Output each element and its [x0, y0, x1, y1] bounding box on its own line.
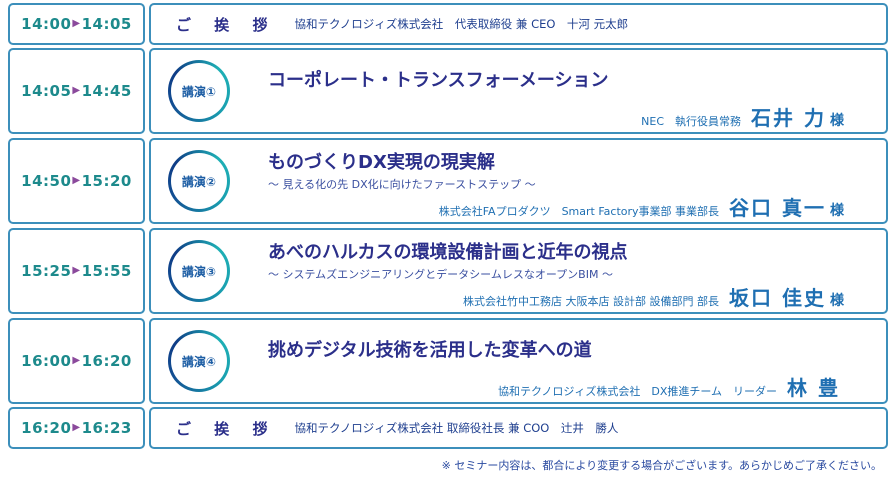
talk-box: 講演① コーポレート・トランスフォーメーション NEC 執行役員常務 石井 力 … — [149, 48, 888, 134]
time-slot: 15:25▶15:55 — [8, 228, 145, 314]
speaker-line: NEC 執行役員常務 石井 力 様 — [641, 102, 844, 131]
speaker-name: 林 豊 — [787, 376, 840, 400]
talk-box: 講演③ あべのハルカスの環境設備計画と近年の視点 ～ システムズエンジニアリング… — [149, 228, 888, 314]
end-time: 15:20 — [81, 172, 132, 190]
greeting-speaker: 協和テクノロジィズ株式会社 取締役社長 兼 COO 辻井 勝人 — [294, 421, 619, 435]
speaker-honorific: 様 — [830, 293, 844, 309]
talk-badge-ring-icon: 講演② — [168, 150, 230, 212]
right-triangle-icon: ▶ — [72, 354, 81, 366]
end-time: 16:23 — [81, 419, 132, 437]
start-time: 14:50 — [21, 172, 72, 190]
end-time: 16:20 — [81, 352, 132, 370]
talk-badge-label: 講演④ — [171, 333, 227, 389]
schedule-row-greeting-open: 14:00▶14:05 ご 挨 拶 協和テクノロジィズ株式会社 代表取締役 兼 … — [8, 3, 888, 45]
talk-title: コーポレート・トランスフォーメーション — [268, 70, 609, 91]
time-slot: 14:50▶15:20 — [8, 138, 145, 224]
speaker-name: 谷口 真一 — [729, 196, 826, 220]
speaker-line: 株式会社FAプロダクツ Smart Factory事業部 事業部長 谷口 真一 … — [439, 192, 844, 221]
time-slot: 16:00▶16:20 — [8, 318, 145, 404]
start-time: 16:00 — [21, 352, 72, 370]
start-time: 14:05 — [21, 82, 72, 100]
speaker-name: 坂口 佳史 — [729, 286, 826, 310]
right-triangle-icon: ▶ — [72, 421, 81, 433]
right-triangle-icon: ▶ — [72, 174, 81, 186]
talk-subtitle: ～ システムズエンジニアリングとデータシームレスなオープンBIM ～ — [268, 268, 613, 281]
speaker-line: 協和テクノロジィズ株式会社 DX推進チーム リーダー 林 豊 — [498, 372, 844, 401]
schedule-row-talk-3: 15:25▶15:55 講演③ あべのハルカスの環境設備計画と近年の視点 ～ シ… — [8, 228, 888, 314]
right-triangle-icon: ▶ — [72, 84, 81, 96]
speaker-affiliation: 協和テクノロジィズ株式会社 DX推進チーム リーダー — [498, 385, 778, 398]
schedule-row-talk-2: 14:50▶15:20 講演② ものづくりDX実現の現実解 ～ 見える化の先 D… — [8, 138, 888, 224]
talk-badge-ring-icon: 講演④ — [168, 330, 230, 392]
talk-badge-label: 講演① — [171, 63, 227, 119]
start-time: 14:00 — [21, 15, 72, 33]
speaker-affiliation: NEC 執行役員常務 — [641, 115, 742, 128]
greeting-speaker: 協和テクノロジィズ株式会社 代表取締役 兼 CEO 十河 元太郎 — [294, 17, 629, 31]
speaker-affiliation: 株式会社FAプロダクツ Smart Factory事業部 事業部長 — [438, 205, 720, 218]
greeting-label: ご 挨 拶 — [176, 15, 277, 34]
speaker-honorific: 様 — [830, 113, 844, 129]
talk-box: 講演② ものづくりDX実現の現実解 ～ 見える化の先 DX化に向けたファーストス… — [149, 138, 888, 224]
speaker-honorific: 様 — [830, 203, 844, 219]
speaker-line: 株式会社竹中工務店 大阪本店 設計部 設備部門 部長 坂口 佳史 様 — [463, 282, 844, 311]
talk-title: 挑めデジタル技術を活用した変革への道 — [268, 340, 592, 361]
schedule-row-talk-4: 16:00▶16:20 講演④ 挑めデジタル技術を活用した変革への道 協和テクノ… — [8, 318, 888, 404]
footer-note: ※ セミナー内容は、都合により変更する場合がございます。あらかじめご了承ください… — [441, 459, 882, 472]
time-slot: 14:00▶14:05 — [8, 3, 145, 45]
right-triangle-icon: ▶ — [72, 17, 81, 29]
schedule-row-greeting-close: 16:20▶16:23 ご 挨 拶 協和テクノロジィズ株式会社 取締役社長 兼 … — [8, 407, 888, 449]
right-triangle-icon: ▶ — [72, 264, 81, 276]
speaker-name: 石井 力 — [751, 106, 826, 130]
talk-title: あべのハルカスの環境設備計画と近年の視点 — [268, 242, 628, 263]
greeting-box: ご 挨 拶 協和テクノロジィズ株式会社 代表取締役 兼 CEO 十河 元太郎 — [149, 3, 888, 45]
talk-badge-label: 講演② — [171, 153, 227, 209]
speaker-affiliation: 株式会社竹中工務店 大阪本店 設計部 設備部門 部長 — [463, 295, 720, 308]
greeting-box: ご 挨 拶 協和テクノロジィズ株式会社 取締役社長 兼 COO 辻井 勝人 — [149, 407, 888, 449]
start-time: 16:20 — [21, 419, 72, 437]
talk-badge-ring-icon: 講演③ — [168, 240, 230, 302]
time-slot: 14:05▶14:45 — [8, 48, 145, 134]
talk-box: 講演④ 挑めデジタル技術を活用した変革への道 協和テクノロジィズ株式会社 DX推… — [149, 318, 888, 404]
start-time: 15:25 — [21, 262, 72, 280]
talk-subtitle: ～ 見える化の先 DX化に向けたファーストステップ ～ — [268, 178, 536, 191]
talk-title: ものづくりDX実現の現実解 — [268, 152, 495, 173]
schedule-row-talk-1: 14:05▶14:45 講演① コーポレート・トランスフォーメーション NEC … — [8, 48, 888, 134]
end-time: 14:45 — [81, 82, 132, 100]
time-slot: 16:20▶16:23 — [8, 407, 145, 449]
talk-badge-ring-icon: 講演① — [168, 60, 230, 122]
greeting-label: ご 挨 拶 — [176, 419, 277, 438]
end-time: 14:05 — [81, 15, 132, 33]
talk-badge-label: 講演③ — [171, 243, 227, 299]
end-time: 15:55 — [81, 262, 132, 280]
